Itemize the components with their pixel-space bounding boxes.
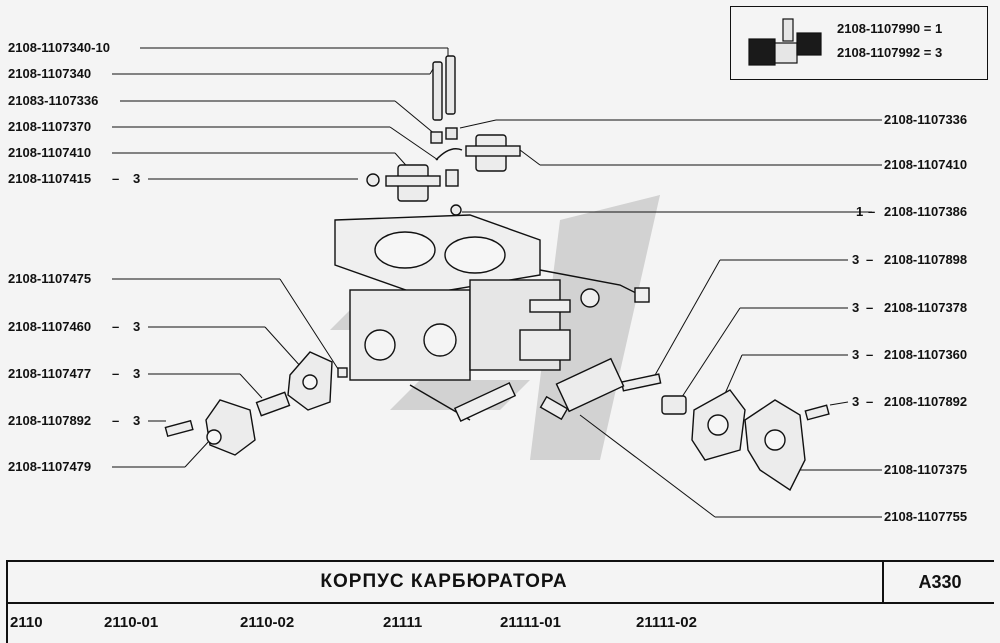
part-qty: 3 xyxy=(852,394,860,409)
qty-dash: – xyxy=(112,366,120,381)
leader-lines-left xyxy=(112,47,449,468)
inset-row-1: 2108-1107990 = 1 xyxy=(837,21,943,36)
carburetor-body xyxy=(334,214,650,422)
model-code: 2110-01 xyxy=(104,614,159,631)
part-label[interactable]: 2108-1107378 xyxy=(884,300,968,315)
part-label[interactable]: 2108-1107479 xyxy=(8,459,92,474)
left-small-parts xyxy=(164,351,348,456)
qty-dash: – xyxy=(866,394,874,409)
part-label[interactable]: 2108-1107340-10 xyxy=(8,40,110,55)
qty-dash: – xyxy=(868,204,876,219)
model-code: 21111 xyxy=(383,614,423,631)
part-label[interactable]: 2108-1107892 xyxy=(8,413,92,428)
part-qty: 3 xyxy=(133,171,141,186)
part-qty: 3 xyxy=(133,413,141,428)
part-label[interactable]: 2108-1107375 xyxy=(884,462,968,477)
part-label[interactable]: 2108-1107755 xyxy=(884,509,968,524)
housing-parts xyxy=(366,134,521,216)
part-qty: 3 xyxy=(852,252,860,267)
model-code: 21111-02 xyxy=(636,614,697,631)
fastener-set-icon xyxy=(748,18,822,66)
part-label[interactable]: 2108-1107336 xyxy=(884,112,968,127)
part-qty: 3 xyxy=(133,319,141,334)
part-label[interactable]: 2108-1107410 xyxy=(8,145,92,160)
right-small-parts xyxy=(539,357,830,492)
qty-dash: – xyxy=(112,319,120,334)
part-label[interactable]: 2108-1107386 xyxy=(884,204,968,219)
qty-dash: – xyxy=(112,171,120,186)
part-qty: 3 xyxy=(852,347,860,362)
page-code: A330 xyxy=(882,562,996,602)
part-label[interactable]: 21083-1107336 xyxy=(8,93,99,108)
part-label[interactable]: 2108-1107477 xyxy=(8,366,92,381)
model-code: 21111-01 xyxy=(500,614,561,631)
part-label[interactable]: 2108-1107460 xyxy=(8,319,92,334)
inset-legend: 2108-1107990 = 1 2108-1107992 = 3 xyxy=(730,6,988,80)
model-code: 2110-02 xyxy=(240,614,295,631)
part-label[interactable]: 2108-1107898 xyxy=(884,252,968,267)
qty-dash: – xyxy=(866,300,874,315)
part-label[interactable]: 2108-1107370 xyxy=(8,119,92,134)
page-title: КОРПУС КАРБЮРАТОРА xyxy=(320,571,568,592)
exploded-view-drawing xyxy=(112,47,882,518)
qty-dash: – xyxy=(866,252,874,267)
jet-parts xyxy=(430,55,458,144)
qty-dash: – xyxy=(866,347,874,362)
part-label[interactable]: 2108-1107360 xyxy=(884,347,968,362)
part-label[interactable]: 2108-1107410 xyxy=(884,157,968,172)
part-label[interactable]: 2108-1107340 xyxy=(8,66,92,81)
part-label[interactable]: 2108-1107892 xyxy=(884,394,968,409)
leader-lines-right xyxy=(459,119,882,518)
part-qty: 3 xyxy=(852,300,860,315)
qty-dash: – xyxy=(112,413,120,428)
part-label[interactable]: 2108-1107475 xyxy=(8,271,92,286)
part-label[interactable]: 2108-1107415 xyxy=(8,171,92,186)
part-qty: 3 xyxy=(133,366,141,381)
model-code: 2110 xyxy=(10,614,43,631)
inset-row-2: 2108-1107992 = 3 xyxy=(837,45,943,60)
frame-left-rule xyxy=(6,560,8,643)
part-qty: 1 xyxy=(856,204,864,219)
title-bar: КОРПУС КАРБЮРАТОРА A330 xyxy=(6,560,994,604)
